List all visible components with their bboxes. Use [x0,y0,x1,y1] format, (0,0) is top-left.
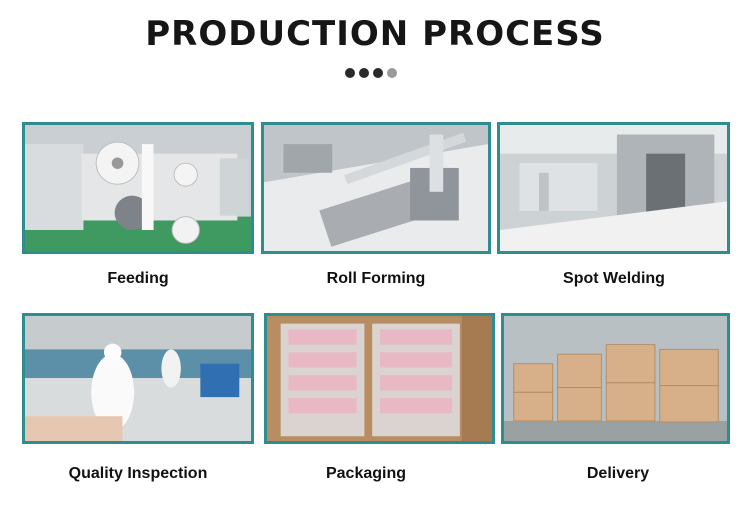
quality-inspection-photo [22,313,254,444]
feeding-photo [22,122,254,254]
step-label-roll-forming: Roll Forming [326,270,426,287]
dot-1 [345,68,355,78]
pagination-dots [345,68,397,78]
step-label-spot-welding: Spot Welding [563,270,665,287]
delivery-photo [501,313,730,444]
roll-forming-photo [261,122,491,254]
dot-3 [373,68,383,78]
spot-welding-photo [497,122,730,254]
step-label-delivery: Delivery [586,465,650,482]
page-title: PRODUCTION PROCESS [145,14,605,54]
packaging-photo [264,313,495,444]
step-label-feeding: Feeding [107,270,169,287]
dot-4 [387,68,397,78]
step-label-packaging: Packaging [325,465,407,482]
dot-2 [359,68,369,78]
step-label-quality-inspection: Quality Inspection [68,465,208,482]
